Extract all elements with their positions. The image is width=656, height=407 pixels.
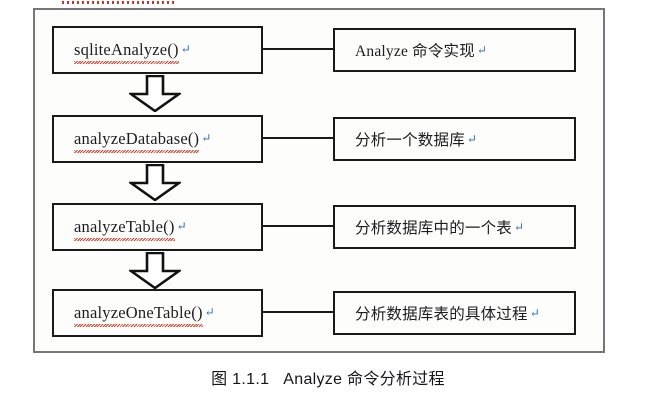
down-arrow-icon-2 — [129, 164, 181, 201]
flow-desc-analyze-database[interactable]: 分析一个数据库↵ — [333, 117, 576, 161]
paragraph-mark-icon: ↵ — [201, 131, 212, 145]
flow-desc-analyze-table[interactable]: 分析数据库中的一个表↵ — [333, 205, 576, 249]
paragraph-mark-icon: ↵ — [476, 43, 488, 57]
flow-desc-label: 分析数据库表的具体过程↵ — [355, 306, 540, 323]
flow-node-label: analyzeTable()↵ — [54, 217, 187, 241]
spellcheck-underline: sqliteAnalyze() — [74, 40, 179, 64]
paragraph-mark-icon: ↵ — [176, 219, 187, 233]
flow-node-sqlite-analyze[interactable]: sqliteAnalyze()↵ — [52, 26, 263, 74]
flow-desc-analyze-one-table[interactable]: 分析数据库表的具体过程↵ — [333, 291, 576, 335]
flow-desc-label: 分析数据库中的一个表↵ — [355, 220, 525, 237]
connector-line-3 — [262, 225, 334, 227]
paragraph-mark-icon: ↵ — [204, 305, 215, 319]
flow-node-label: analyzeOneTable()↵ — [54, 303, 215, 327]
spellcheck-underline: analyzeDatabase() — [74, 129, 200, 153]
paragraph-mark-icon: ↵ — [529, 306, 540, 320]
paragraph-mark-icon: ↵ — [466, 132, 478, 146]
spellcheck-underline: analyzeTable() — [74, 217, 175, 241]
connector-line-1 — [262, 48, 334, 50]
figure-caption: 图 1.1.1 Analyze 命令分析过程 — [0, 365, 656, 389]
spellcheck-underline: analyzeOneTable() — [74, 303, 203, 327]
paragraph-mark-icon: ↵ — [180, 42, 191, 56]
figure-caption-label: 图 1.1.1 — [211, 371, 270, 388]
flow-node-analyze-table[interactable]: analyzeTable()↵ — [52, 203, 263, 251]
connector-line-4 — [262, 311, 334, 313]
flow-desc-sqlite-analyze[interactable]: Analyze 命令实现↵ — [333, 28, 576, 72]
flow-desc-label: Analyze 命令实现↵ — [355, 43, 488, 60]
paragraph-mark-icon: ↵ — [514, 220, 525, 234]
flow-node-analyze-one-table[interactable]: analyzeOneTable()↵ — [52, 289, 263, 337]
figure-caption-title: Analyze 命令分析过程 — [283, 371, 445, 388]
revision-dotted-marks — [62, 1, 176, 4]
down-arrow-icon-3 — [129, 252, 181, 289]
flow-desc-label: 分析一个数据库↵ — [355, 132, 478, 149]
flow-node-analyze-database[interactable]: analyzeDatabase()↵ — [52, 115, 263, 163]
flow-node-label: sqliteAnalyze()↵ — [54, 40, 191, 64]
connector-line-2 — [262, 137, 334, 139]
down-arrow-icon-1 — [129, 75, 181, 112]
flow-node-label: analyzeDatabase()↵ — [54, 129, 212, 153]
